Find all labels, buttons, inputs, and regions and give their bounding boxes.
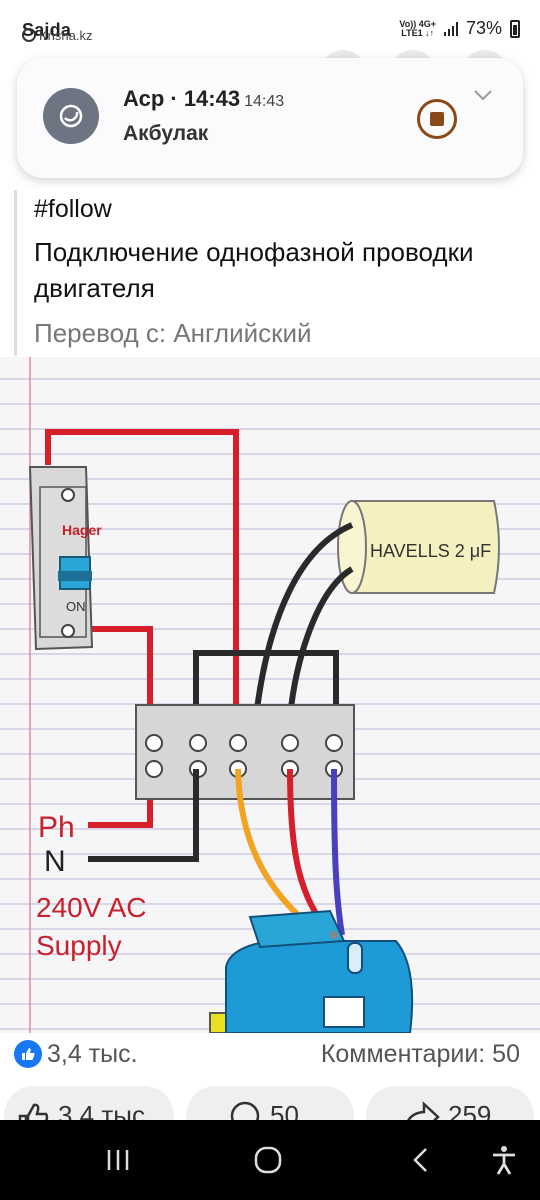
back-icon[interactable]: [400, 1144, 440, 1176]
circuit-breaker: Hager ON: [28, 466, 102, 651]
status-icons: Vo)) 4G+ LTE1 ↓↑ 73%: [399, 18, 520, 39]
like-button-label: 3,4 тыс.: [58, 1100, 153, 1120]
share-button-label: 259: [448, 1100, 492, 1120]
thumbs-up-icon: [18, 1103, 49, 1120]
comment-button[interactable]: 50: [186, 1086, 354, 1120]
status-bar: Sajda Krisha.kz Vo)) 4G+ LTE1 ↓↑ 73%: [0, 0, 540, 56]
ph-label: Ph: [38, 811, 75, 844]
chevron-down-icon[interactable]: [473, 88, 493, 106]
battery-icon: [510, 19, 520, 38]
motor: [209, 909, 414, 1033]
breaker-brand: Hager: [62, 522, 102, 538]
network-top: Vo)) 4G+: [399, 18, 436, 29]
post-text: #follow Подключение однофазной проводки …: [0, 190, 540, 356]
brand-logo-icon: [22, 28, 36, 42]
wiring-diagram: Hager ON HAVELLS 2 μF: [0, 357, 540, 1033]
thumbs-up-icon: [14, 1040, 42, 1068]
likes-count[interactable]: 3,4 тыс.: [47, 1040, 138, 1068]
translation-label[interactable]: Перевод с: Английский: [34, 318, 312, 348]
signal-icon: [443, 21, 458, 36]
share-icon: [407, 1101, 440, 1120]
comments-count[interactable]: Комментарии: 50: [320, 1040, 520, 1068]
supply-line-2: Supply: [36, 930, 122, 961]
post-hashtag[interactable]: #follow: [34, 195, 112, 220]
like-button[interactable]: 3,4 тыс.: [4, 1086, 174, 1120]
quote-bar: [14, 190, 17, 356]
brand-text: Krisha.kz: [39, 28, 93, 43]
stop-button[interactable]: [417, 99, 457, 139]
notification-subtitle: Акбулак: [123, 122, 209, 145]
stop-icon: [430, 112, 444, 126]
accessibility-icon[interactable]: [484, 1144, 524, 1176]
post-image[interactable]: Hager ON HAVELLS 2 μF: [0, 357, 540, 1033]
comment-button-label: 50: [270, 1100, 299, 1120]
reactions-summary: 3,4 тыс. Комментарии: 50: [0, 1034, 540, 1080]
home-icon[interactable]: [248, 1144, 288, 1176]
moon-icon: [43, 88, 99, 144]
network-indicator: Vo)) 4G+ LTE1 ↓↑: [399, 18, 436, 38]
post-actions: 3,4 тыс. 50 259: [0, 1082, 540, 1120]
share-button[interactable]: 259: [366, 1086, 534, 1120]
brand-label: Krisha.kz: [22, 28, 92, 43]
supply-line-1: 240V AC: [36, 892, 147, 923]
n-label: N: [44, 845, 66, 878]
post-title: Подключение однофазной проводки двигател…: [34, 237, 474, 303]
notification-time: 14:43: [244, 93, 285, 110]
breaker-state: ON: [66, 599, 86, 614]
capacitor: HAVELLS 2 μF: [337, 500, 500, 594]
recent-apps-icon[interactable]: [98, 1144, 138, 1176]
terminal-block: [135, 704, 355, 800]
network-bottom: LTE1 ↓↑: [401, 27, 435, 38]
system-nav-bar: [0, 1120, 540, 1200]
capacitor-label: HAVELLS 2 μF: [370, 541, 491, 561]
comment-icon: [230, 1101, 260, 1120]
notification-title-text: Аср · 14:43: [123, 86, 241, 111]
battery-percent: 73%: [465, 18, 502, 38]
